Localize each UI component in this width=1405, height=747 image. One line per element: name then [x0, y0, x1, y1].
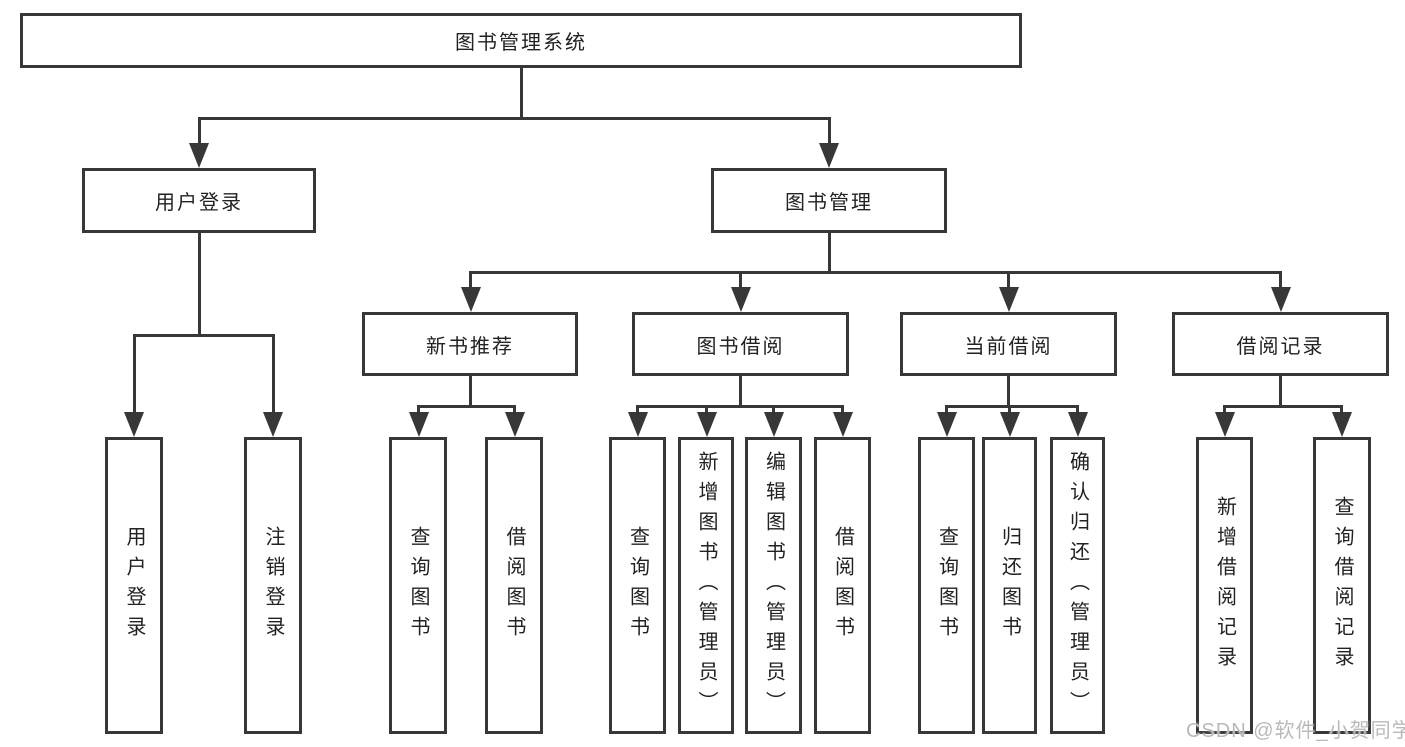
- node-current-borrowing: 当前借阅: [900, 312, 1117, 376]
- leaf-add-books-admin: 新增图书（管理员）: [678, 437, 734, 734]
- connector-line: [417, 405, 516, 408]
- connector-line: [945, 405, 948, 417]
- arrow-down-icon: [628, 412, 648, 437]
- arrow-down-icon: [409, 412, 429, 437]
- arrow-down-icon: [1215, 412, 1235, 437]
- arrow-down-icon: [937, 412, 957, 437]
- connector-line: [1008, 405, 1011, 417]
- node-root-library-system: 图书管理系统: [20, 13, 1022, 68]
- arrow-down-icon: [697, 412, 717, 437]
- arrow-down-icon: [189, 143, 209, 168]
- connector-line: [772, 405, 775, 417]
- connector-line: [198, 117, 201, 146]
- arrow-down-icon: [833, 412, 853, 437]
- connector-line: [739, 271, 742, 291]
- leaf-borrow-books: 借阅图书: [814, 437, 871, 734]
- connector-line: [739, 376, 742, 407]
- connector-line: [1223, 405, 1342, 408]
- arrow-down-icon: [764, 412, 784, 437]
- arrow-down-icon: [1000, 412, 1020, 437]
- leaf-user-login: 用户登录: [105, 437, 163, 734]
- connector-line: [133, 334, 275, 337]
- connector-line: [1007, 271, 1010, 291]
- connector-line: [1223, 405, 1226, 417]
- connector-line: [1007, 376, 1010, 407]
- connector-line: [272, 334, 275, 414]
- leaf-borrow-books-recommend: 借阅图书: [485, 437, 543, 734]
- connector-line: [133, 334, 136, 414]
- arrow-down-icon: [819, 143, 839, 168]
- connector-line: [469, 271, 1282, 274]
- node-book-management: 图书管理: [711, 168, 947, 233]
- connector-line: [469, 271, 472, 291]
- connector-line: [198, 117, 831, 120]
- leaf-confirm-return-admin: 确认归还（管理员）: [1050, 437, 1105, 734]
- arrow-down-icon: [505, 412, 525, 437]
- connector-line: [469, 376, 472, 407]
- connector-line: [1076, 405, 1079, 417]
- arrow-down-icon: [1271, 287, 1291, 312]
- leaf-query-books-recommend: 查询图书: [389, 437, 447, 734]
- leaf-query-books-borrow: 查询图书: [609, 437, 666, 734]
- watermark: CSDN @软件_小贺同学: [1186, 720, 1405, 742]
- connector-line: [705, 405, 708, 417]
- node-user-login: 用户登录: [82, 168, 316, 233]
- connector-line: [417, 405, 420, 417]
- connector-line: [841, 405, 844, 417]
- leaf-return-books: 归还图书: [982, 437, 1037, 734]
- leaf-edit-books-admin: 编辑图书（管理员）: [745, 437, 802, 734]
- connector-line: [828, 117, 831, 146]
- connector-line: [828, 233, 831, 274]
- node-new-book-recommendation: 新书推荐: [362, 312, 578, 376]
- connector-line: [1340, 405, 1343, 417]
- leaf-query-books-current: 查询图书: [918, 437, 975, 734]
- arrow-down-icon: [1332, 412, 1352, 437]
- arrow-down-icon: [461, 287, 481, 312]
- connector-line: [945, 405, 1078, 408]
- connector-line: [198, 233, 201, 337]
- connector-line: [636, 405, 844, 408]
- connector-line: [520, 66, 523, 119]
- connector-line: [636, 405, 639, 417]
- arrow-down-icon: [999, 287, 1019, 312]
- node-book-borrowing: 图书借阅: [632, 312, 849, 376]
- node-borrowing-records: 借阅记录: [1172, 312, 1389, 376]
- connector-line: [1279, 376, 1282, 407]
- arrow-down-icon: [1068, 412, 1088, 437]
- arrow-down-icon: [263, 412, 283, 437]
- leaf-logout: 注销登录: [244, 437, 302, 734]
- arrow-down-icon: [731, 287, 751, 312]
- leaf-query-borrow-record: 查询借阅记录: [1313, 437, 1371, 734]
- connector-line: [513, 405, 516, 417]
- arrow-down-icon: [124, 412, 144, 437]
- leaf-add-borrow-record: 新增借阅记录: [1196, 437, 1253, 734]
- connector-line: [1279, 271, 1282, 291]
